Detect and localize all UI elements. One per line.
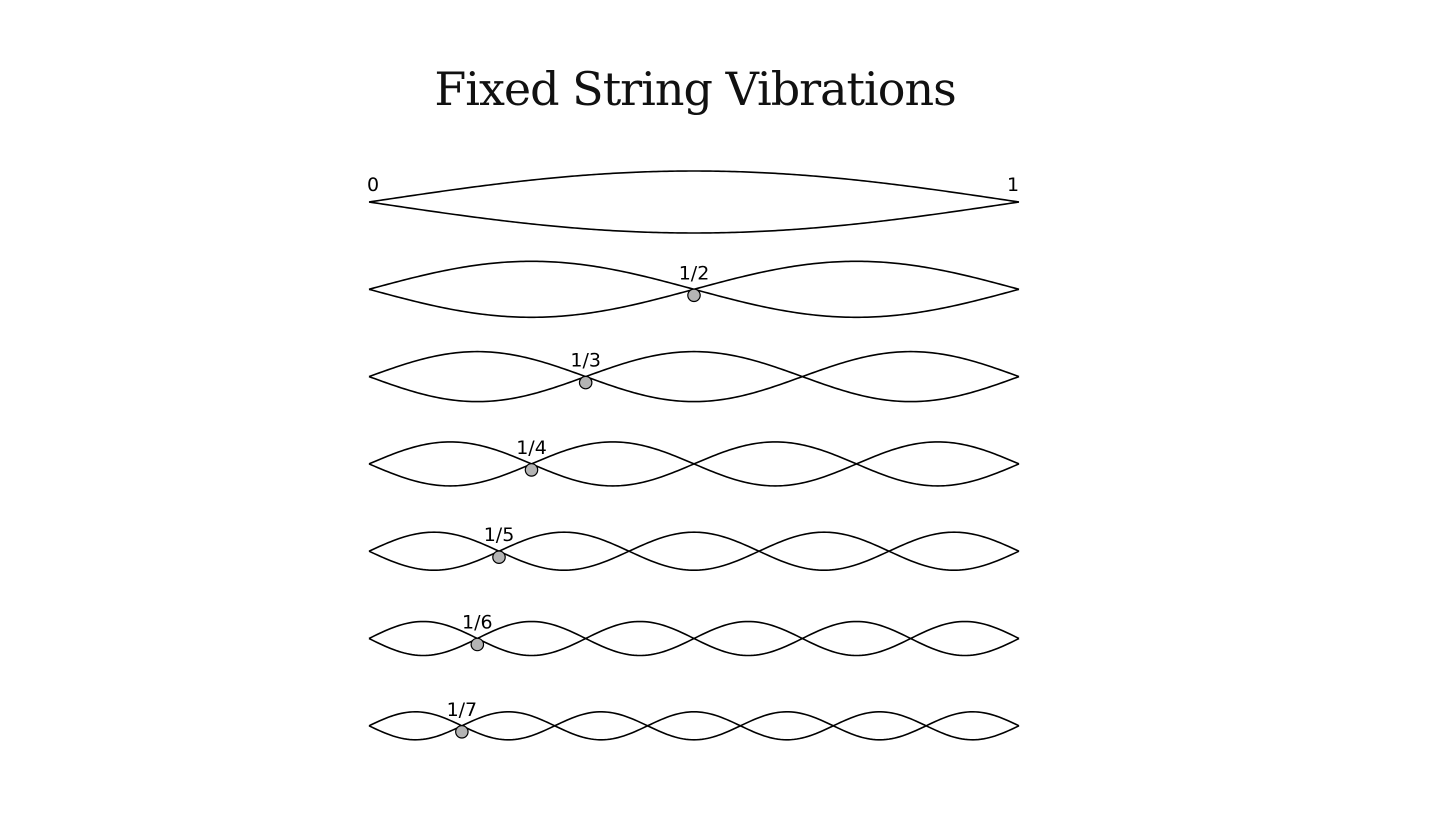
mode-7-node-label: 1/7 xyxy=(447,699,478,721)
mode-3: 1/3 xyxy=(368,350,1020,403)
mode-1 xyxy=(368,170,1020,234)
mode-4: 1/4 xyxy=(368,437,1020,487)
mode-3-node-label: 1/3 xyxy=(570,350,601,372)
mode-7-upper-curve xyxy=(368,710,1020,741)
mode-1-lower-curve xyxy=(368,201,1020,234)
mode-3-upper-curve xyxy=(368,350,1020,403)
mode-5-node-label: 1/5 xyxy=(484,524,515,546)
mode-1-upper-curve xyxy=(368,170,1020,203)
modes-layer: 1/2 1/3 1/4 1/5 1/6 1/7 xyxy=(368,170,1020,741)
mode-7-node-marker xyxy=(455,724,469,739)
mode-3-lower-curve xyxy=(368,350,1020,403)
mode-6-node-label: 1/6 xyxy=(462,612,493,634)
mode-6-node-marker xyxy=(470,637,485,652)
mode-7-lower-curve xyxy=(368,710,1020,741)
diagram-title: Fixed String Vibrations xyxy=(434,62,956,116)
mode-2-node-marker xyxy=(687,288,701,303)
endpoint-label-0: 0 xyxy=(367,174,379,196)
mode-5: 1/5 xyxy=(368,524,1020,572)
endpoint-label-1: 1 xyxy=(1007,174,1019,196)
mode-5-lower-curve xyxy=(368,531,1020,572)
mode-6: 1/6 xyxy=(368,612,1020,657)
mode-7: 1/7 xyxy=(368,699,1020,741)
mode-3-node-marker xyxy=(578,375,593,390)
mode-2: 1/2 xyxy=(368,260,1020,319)
mode-4-lower-curve xyxy=(368,441,1020,487)
mode-4-node-marker xyxy=(524,463,539,477)
mode-5-node-marker xyxy=(492,550,506,564)
mode-2-node-label: 1/2 xyxy=(679,262,710,284)
mode-5-upper-curve xyxy=(368,531,1020,572)
mode-4-node-label: 1/4 xyxy=(516,437,547,459)
